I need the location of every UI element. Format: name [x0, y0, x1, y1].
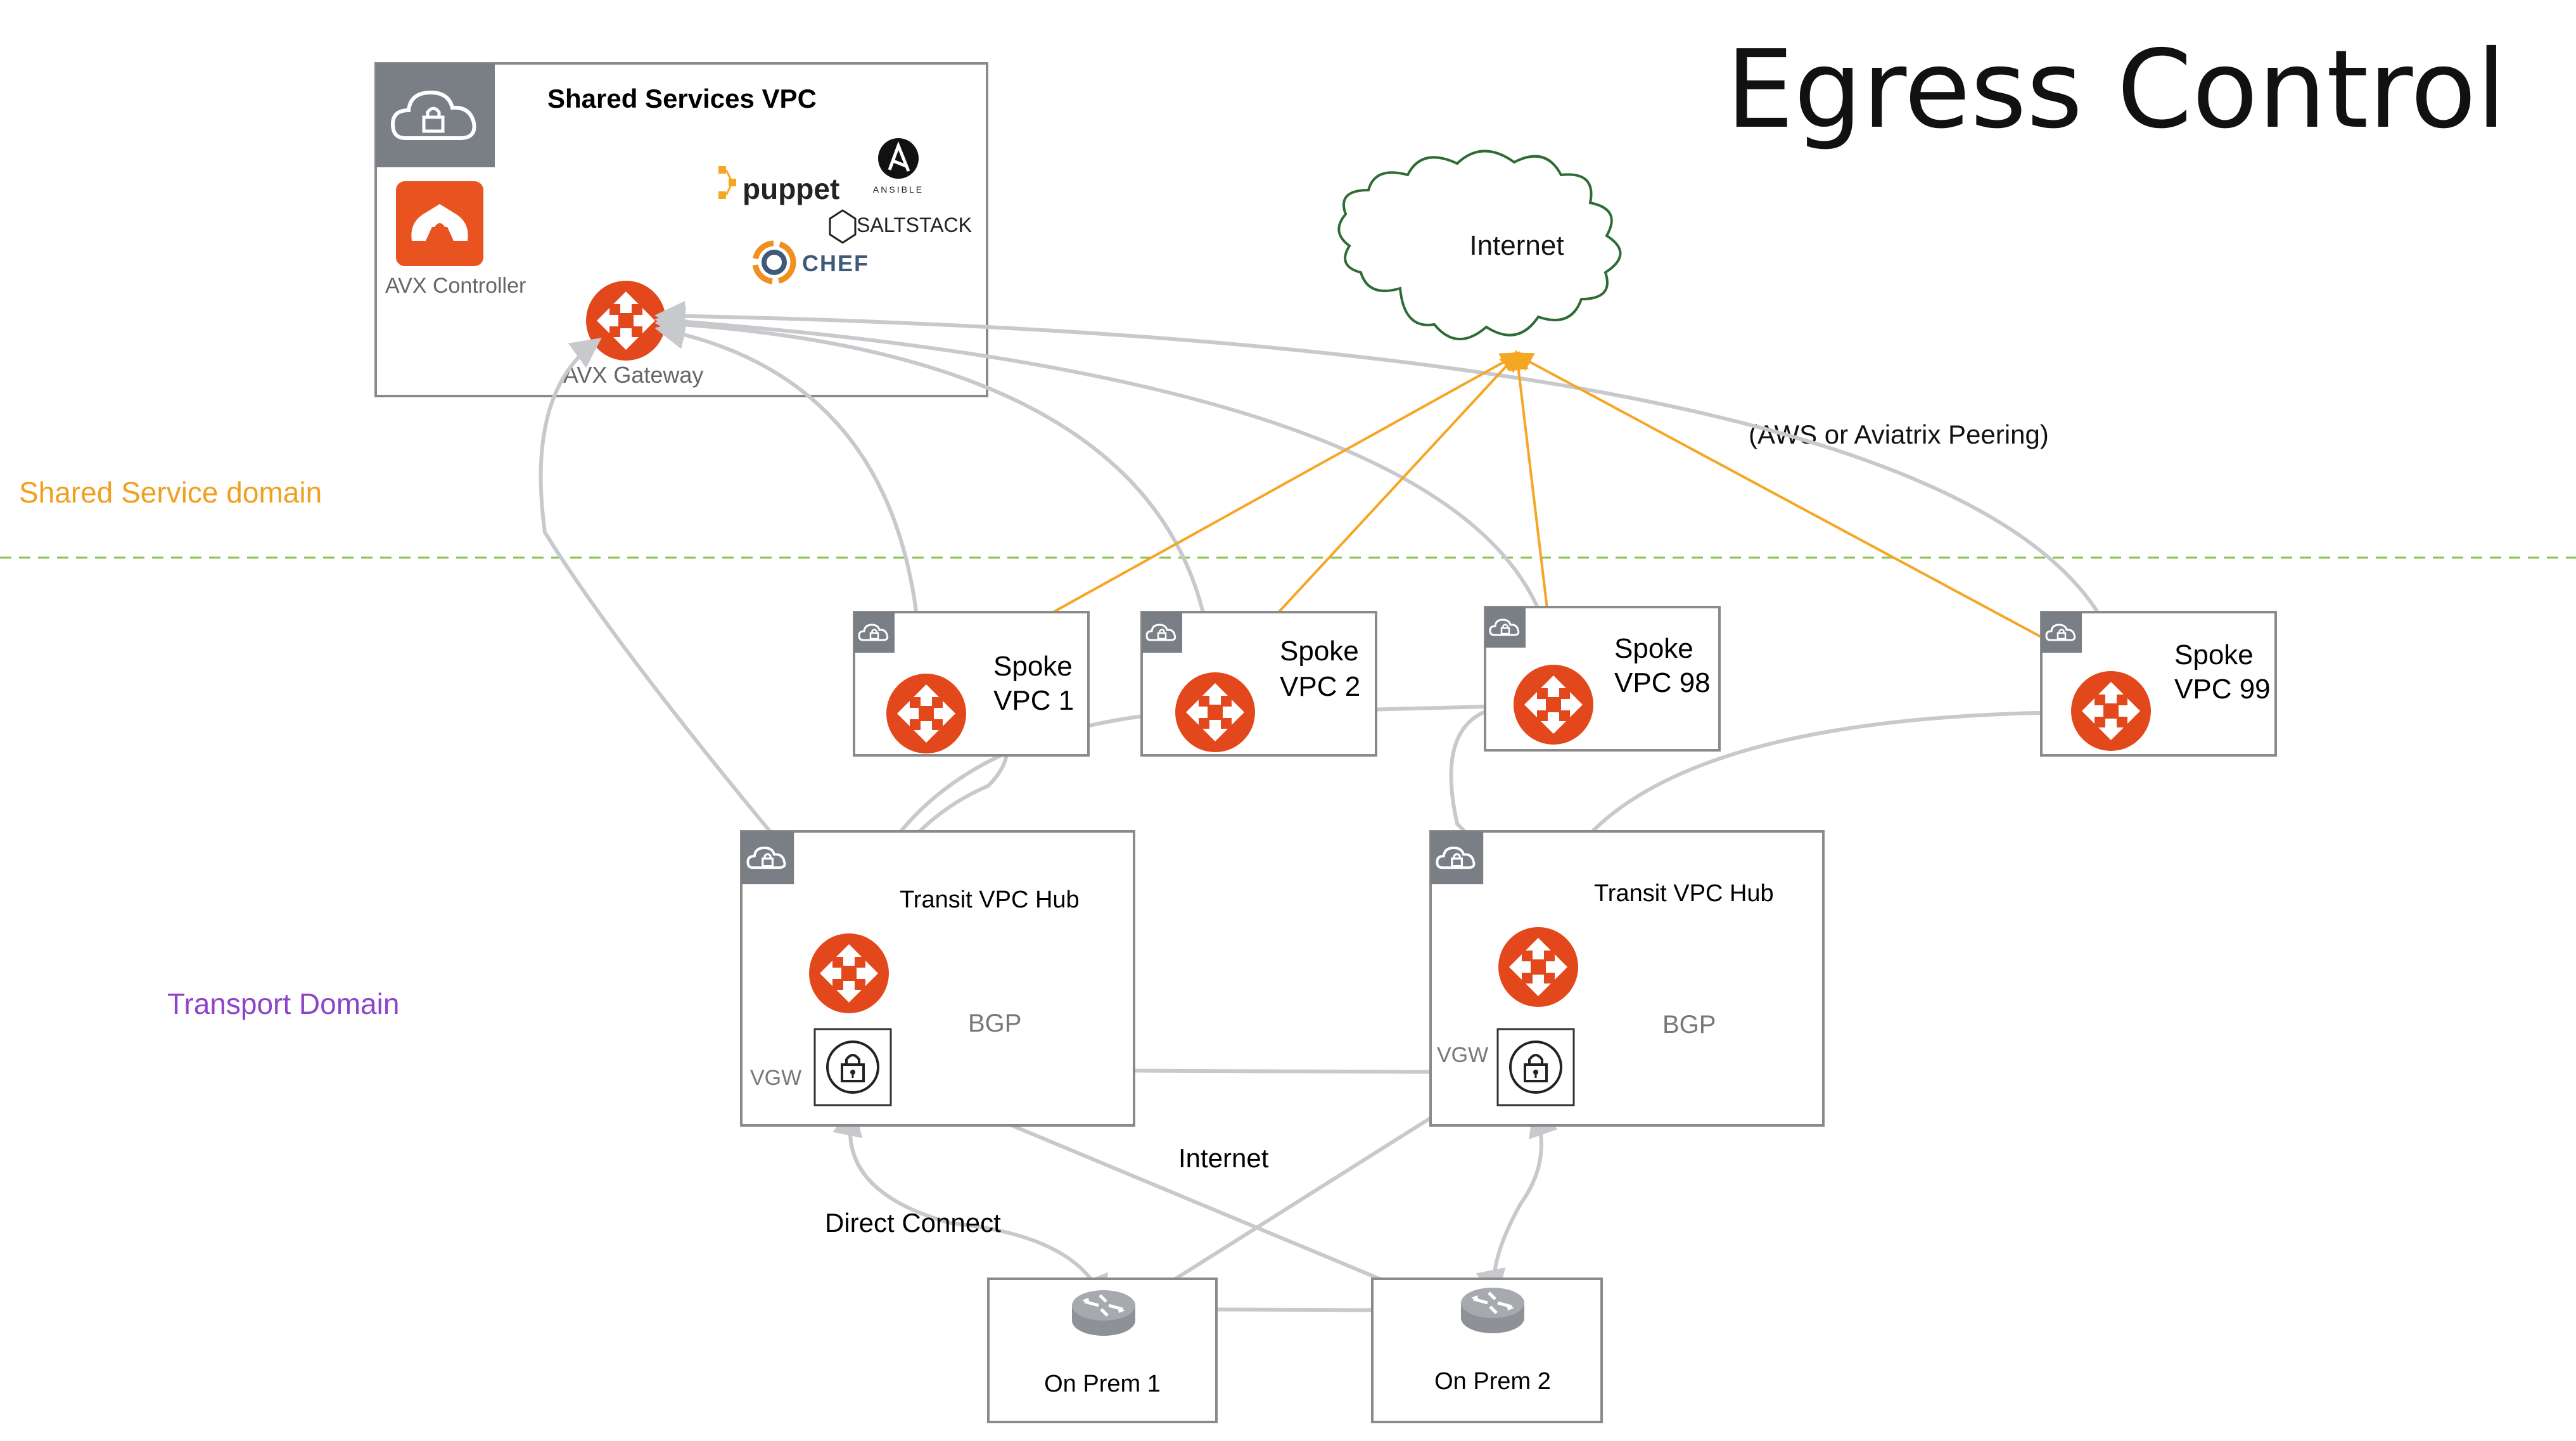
- spoke-1-line1: Spoke: [993, 651, 1073, 682]
- spoke-98-line1: Spoke: [1614, 633, 1693, 664]
- cloud-lock-icon: [853, 611, 896, 654]
- transit-1-router-icon[interactable]: [809, 933, 889, 1013]
- on-prem-1: On Prem 1: [987, 1278, 1218, 1423]
- spoke-2-line2: VPC 2: [1280, 671, 1360, 702]
- cloud-lock-icon: [376, 63, 495, 167]
- peering-label: (AWS or Aviatrix Peering): [1749, 419, 2049, 449]
- spoke-99-line1: Spoke: [2174, 639, 2254, 670]
- transit-2-bgp: BGP: [1662, 1011, 1716, 1039]
- avx-gateway-router-icon[interactable]: [586, 281, 666, 361]
- spoke-vpc-1: Spoke VPC 1: [853, 611, 1090, 757]
- vpn-gateway-lock-icon[interactable]: [813, 1028, 892, 1106]
- on-prem-1-label: On Prem 1: [1044, 1371, 1161, 1397]
- cloud-lock-icon: [740, 830, 796, 886]
- transport-domain-label: Transport Domain: [167, 987, 399, 1020]
- onprem-router-icon[interactable]: [1461, 1288, 1524, 1333]
- transit-1-bgp: BGP: [968, 1009, 1021, 1037]
- transit-vpc-hub-1: Transit VPC Hub BGP VGW: [740, 830, 1135, 1127]
- spoke-99-router-icon[interactable]: [2071, 671, 2151, 751]
- direct-connect-label: Direct Connect: [825, 1208, 1001, 1238]
- spoke-1-router-icon[interactable]: [886, 674, 966, 753]
- shared-services-vpc: Shared Services VPC AVX Controller puppe…: [374, 62, 988, 397]
- peering-links: [539, 300, 2127, 1326]
- internet-cloud-label: Internet: [1469, 230, 1564, 261]
- spoke-vpc-2: Spoke VPC 2: [1140, 611, 1377, 757]
- on-prem-2: On Prem 2: [1371, 1278, 1603, 1423]
- cloud-lock-icon: [1140, 611, 1183, 654]
- spoke-2-line1: Spoke: [1280, 636, 1359, 667]
- spoke-98-line2: VPC 98: [1614, 667, 1711, 698]
- saltstack-logo: SALTSTACK: [829, 209, 972, 244]
- on-prem-2-label: On Prem 2: [1434, 1368, 1551, 1395]
- transit-vpc-hub-2: Transit VPC Hub BGP VGW: [1429, 830, 1825, 1127]
- shared-domain-label: Shared Service domain: [19, 476, 322, 509]
- cloud-lock-icon: [1484, 606, 1527, 649]
- transit-2-title: Transit VPC Hub: [1594, 880, 1774, 907]
- onprem-router-icon[interactable]: [1072, 1290, 1135, 1336]
- svg-text:ANSIBLE: ANSIBLE: [873, 184, 924, 195]
- transit-1-title: Transit VPC Hub: [900, 887, 1080, 913]
- shared-vpc-title: Shared Services VPC: [547, 84, 817, 113]
- chef-logo: CHEF: [752, 240, 869, 285]
- svg-text:CHEF: CHEF: [802, 250, 869, 276]
- spoke-1-line2: VPC 1: [993, 685, 1074, 716]
- internet-link-label: Internet: [1178, 1143, 1269, 1173]
- spoke-98-router-icon[interactable]: [1514, 665, 1593, 745]
- avx-gateway-label: AVX Gateway: [563, 362, 703, 388]
- cloud-lock-icon: [2040, 611, 2083, 654]
- internet-cloud: Internet: [1337, 150, 1622, 341]
- puppet-logo: puppet: [718, 166, 839, 205]
- spoke-2-router-icon[interactable]: [1175, 672, 1255, 752]
- spoke-99-line2: VPC 99: [2174, 674, 2271, 705]
- spoke-vpc-99: Spoke VPC 99: [2040, 611, 2277, 757]
- avx-controller-label: AVX Controller: [385, 274, 526, 298]
- vpn-gateway-lock-icon[interactable]: [1496, 1028, 1575, 1106]
- page-title: Egress Control: [1726, 27, 2506, 153]
- cloud-lock-icon: [1429, 830, 1485, 886]
- spoke-vpc-98: Spoke VPC 98: [1484, 606, 1721, 752]
- transit-2-vgw: VGW: [1437, 1043, 1488, 1067]
- transit-1-vgw: VGW: [750, 1066, 801, 1090]
- transit-2-router-icon[interactable]: [1498, 927, 1578, 1007]
- svg-text:SALTSTACK: SALTSTACK: [857, 214, 972, 236]
- aviatrix-controller-icon[interactable]: [396, 181, 483, 266]
- svg-text:puppet: puppet: [743, 172, 839, 205]
- ansible-logo: ANSIBLE: [873, 138, 924, 195]
